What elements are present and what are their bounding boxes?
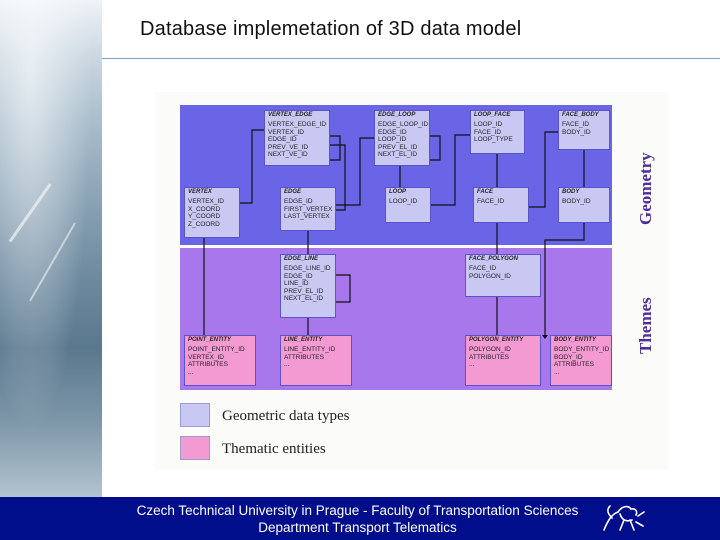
entity-face-polygon: FACE_POLYGON FACE_ID POLYGON_ID — [465, 254, 541, 297]
entity-polygon-entity: POLYGON_ENTITY POLYGON_ID ATTRIBUTES ... — [465, 335, 541, 386]
legend-swatch-thematic — [180, 436, 210, 460]
footer-bar: Czech Technical University in Prague - F… — [0, 497, 720, 540]
entity-loop-face: LOOP_FACE LOOP_ID FACE_ID LOOP_TYPE — [470, 110, 525, 154]
themes-side-label: Themes — [636, 297, 655, 354]
title-rule — [102, 58, 720, 59]
side-photo-highway — [0, 0, 102, 497]
entity-edge: EDGE EDGE_ID FIRST_VERTEX LAST_VERTEX — [280, 187, 336, 231]
entity-vertex-edge: VERTEX_EDGE VERTEX_EDGE_ID VERTEX_ID EDG… — [264, 110, 330, 166]
entity-face-body: FACE_BODY FACE_ID BODY_ID — [558, 110, 610, 150]
slide-title: Database implemetation of 3D data model — [140, 18, 522, 40]
footer-department: Department Transport Telematics — [258, 520, 457, 535]
entity-vertex: VERTEX VERTEX_ID X_COORD Y_COORD Z_COORD — [184, 187, 240, 238]
footer-university: Czech Technical University in Prague - F… — [136, 503, 579, 518]
photo-haze — [0, 0, 102, 497]
entity-loop: LOOP LOOP_ID — [385, 187, 431, 223]
entity-body: BODY BODY_ID — [558, 187, 610, 223]
ctu-lion-logo-icon — [603, 505, 645, 531]
legend-label-geometric: Geometric data types — [222, 408, 350, 424]
legend-swatch-geometric — [180, 403, 210, 427]
entity-edge-loop: EDGE_LOOP EDGE_LOOP_ID EDGE_ID LOOP_ID P… — [374, 110, 430, 166]
entity-face: FACE FACE_ID — [473, 187, 529, 223]
entity-point-entity: POINT_ENTITY POINT_ENTITY_ID VERTEX_ID A… — [184, 335, 256, 386]
entity-edge-line: EDGE_LINE EDGE_LINE_ID EDGE_ID LINE_ID P… — [280, 254, 336, 318]
entity-line-entity: LINE_ENTITY LINE_ENTITY_ID ATTRIBUTES ..… — [280, 335, 352, 386]
legend-label-thematic: Thematic entities — [222, 441, 326, 457]
geometry-side-label: Geometry — [636, 152, 655, 225]
entity-body-entity: BODY_ENTITY BODY_ENTITY_ID BODY_ID ATTRI… — [550, 335, 612, 386]
